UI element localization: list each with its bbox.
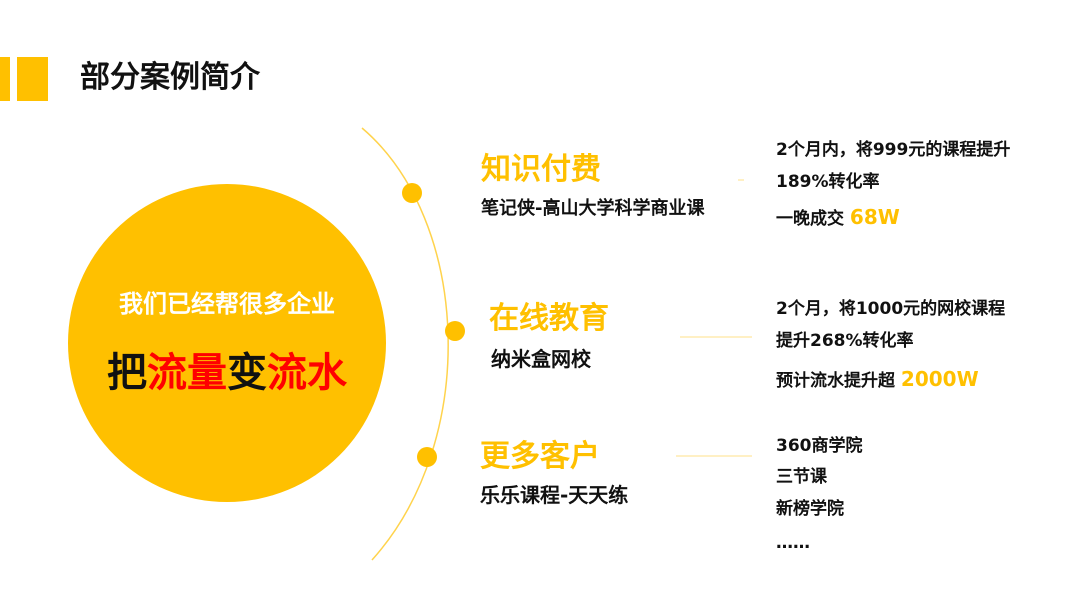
accent-bar-small xyxy=(0,57,10,101)
case-detail: …… xyxy=(776,533,810,553)
timeline-dot-2 xyxy=(445,321,465,341)
case-title: 在线教育 xyxy=(489,301,609,336)
case-detail: 360商学院 xyxy=(776,436,863,456)
case-subtitle: 纳米盒网校 xyxy=(491,347,591,371)
circle-text-line1: 我们已经帮很多企业 xyxy=(119,290,335,318)
circle-text-part-highlight: 流量 xyxy=(147,350,227,396)
case-detail: 三节课 xyxy=(776,467,827,487)
circle-text-part: 把 xyxy=(107,350,147,396)
case-detail-highlight: 68W xyxy=(849,205,900,229)
timeline-dot-1 xyxy=(402,183,422,203)
main-circle xyxy=(68,184,386,502)
page-title: 部分案例简介 xyxy=(80,60,260,95)
circle-text-part-highlight: 流水 xyxy=(267,350,347,396)
case-detail-highlight: 2000W xyxy=(900,367,979,391)
case-title: 更多客户 xyxy=(480,439,600,474)
circle-text-line2: 把流量变流水 xyxy=(68,340,386,398)
case-detail: 一晚成交 68W xyxy=(776,205,900,231)
case-detail-text: 一晚成交 xyxy=(776,209,844,229)
case-subtitle: 乐乐课程-天天练 xyxy=(480,483,629,507)
timeline-dot-3 xyxy=(417,447,437,467)
case-detail: 189%转化率 xyxy=(776,172,880,192)
case-detail: 提升268%转化率 xyxy=(776,331,914,351)
case-detail: 2个月，将1000元的网校课程 xyxy=(776,299,1006,319)
case-detail: 新榜学院 xyxy=(776,499,844,519)
case-title: 知识付费 xyxy=(481,152,601,187)
case-detail: 2个月内，将999元的课程提升 xyxy=(776,140,1011,160)
circle-text-part: 变 xyxy=(227,350,267,396)
case-subtitle: 笔记侠-高山大学科学商业课 xyxy=(481,198,705,219)
accent-bar-large xyxy=(17,57,48,101)
case-detail: 预计流水提升超 2000W xyxy=(776,367,979,393)
case-detail-text: 预计流水提升超 xyxy=(776,371,895,391)
